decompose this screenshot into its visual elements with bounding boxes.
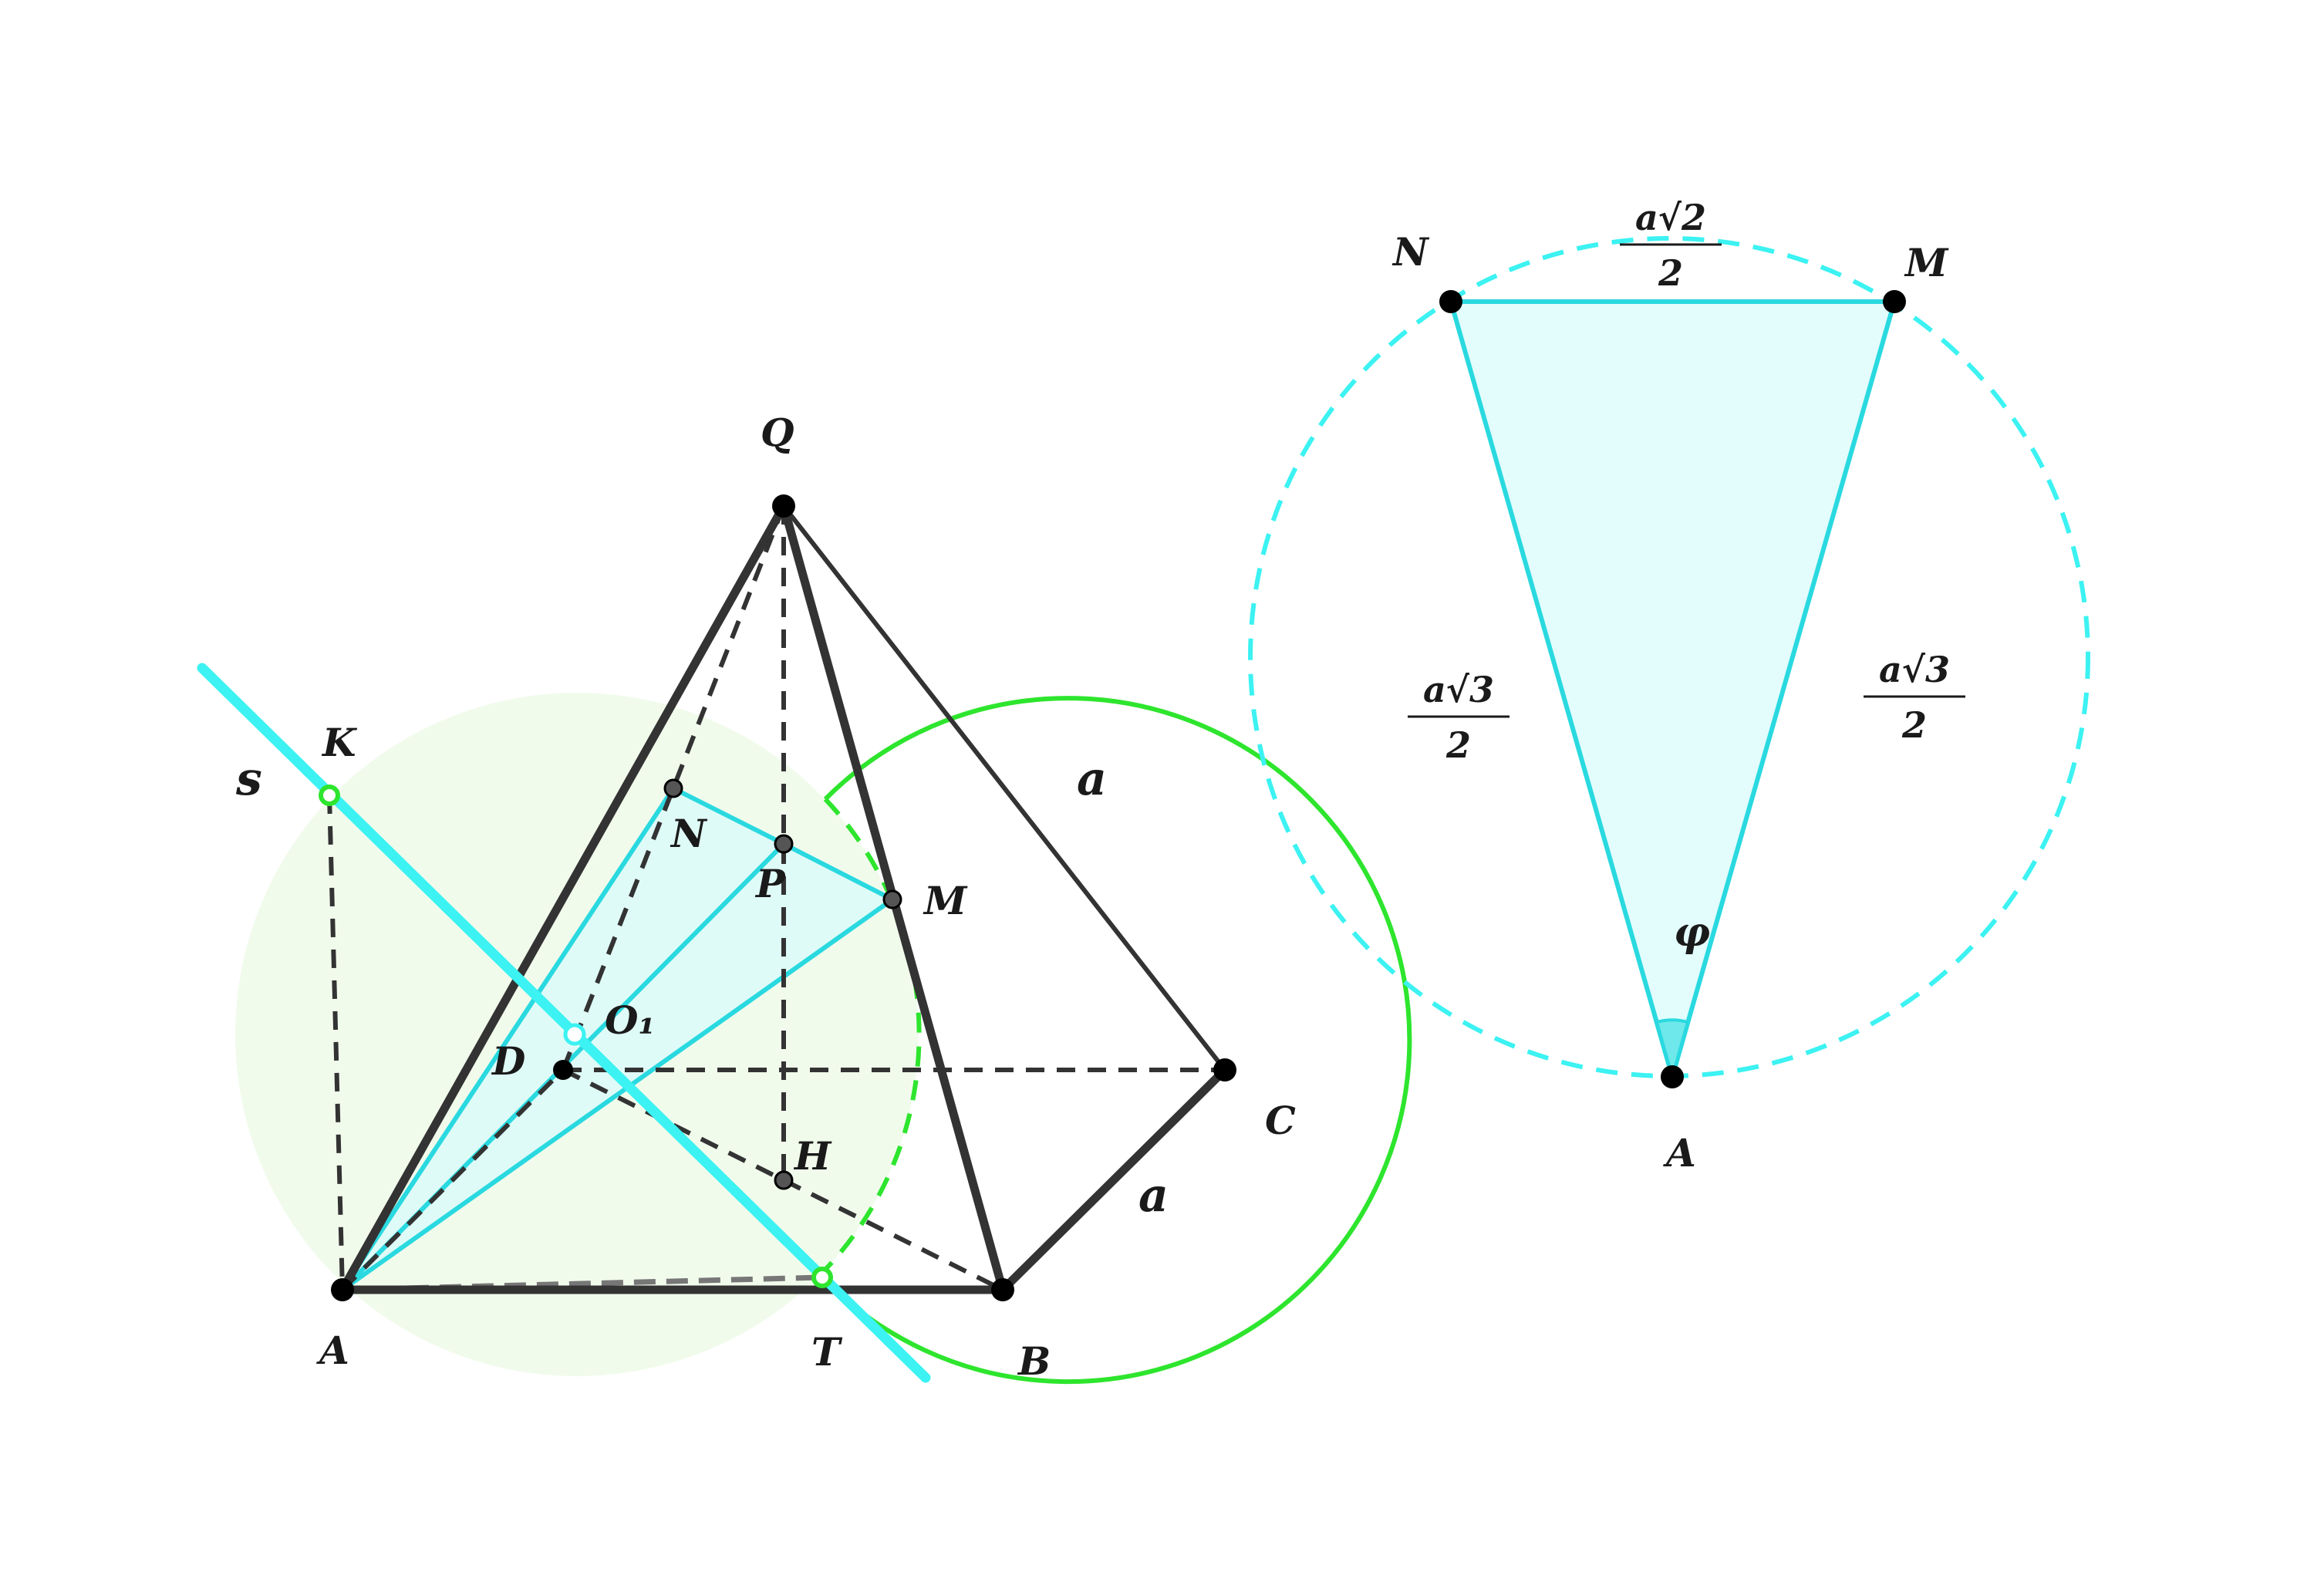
label-k: K (321, 720, 358, 765)
fraction-am: a√3 2 (1864, 649, 1965, 746)
edge-q-a (339, 504, 788, 1292)
angle-phi-marker (1655, 1018, 1690, 1083)
point-d (553, 1060, 573, 1080)
label-t: T (811, 1329, 843, 1375)
point-a-section (1661, 1065, 1684, 1088)
label-line-s: s (235, 752, 262, 806)
edge-q-c (781, 504, 1227, 1071)
segment-n-p (672, 786, 785, 846)
label-h: H (793, 1133, 832, 1179)
fraction-an-numerator: a√3 (1423, 669, 1494, 710)
line-s (197, 663, 931, 1383)
triangle-anm (1451, 302, 1894, 1077)
point-n (663, 778, 683, 798)
section-quadrilateral (342, 788, 892, 1290)
point-h (774, 1170, 794, 1190)
segment-p-m (782, 842, 894, 902)
label-c: C (1265, 1098, 1296, 1143)
segment-k-a (327, 795, 345, 1291)
segment-a-n (340, 787, 676, 1291)
diagonal-d-b (562, 1068, 1004, 1292)
point-t (811, 1267, 833, 1288)
fraction-an: a√3 2 (1408, 669, 1509, 766)
point-k (319, 785, 340, 806)
label-m-section: M (1904, 240, 1949, 285)
label-a-section: A (1663, 1130, 1696, 1176)
label-n: N (670, 811, 708, 856)
point-m (882, 889, 902, 909)
label-o1: O₁ (605, 997, 655, 1043)
side-a-m (1670, 301, 1897, 1078)
side-a-n (1449, 301, 1675, 1078)
label-phi: φ (1674, 909, 1710, 956)
green-circle-dashed-arc (818, 797, 922, 1277)
point-q (772, 494, 795, 518)
cross-section-figure: N M A φ a√2 2 a√3 2 a√3 2 (1248, 197, 2090, 1176)
edge-q-d (561, 504, 786, 1071)
green-circle-solid-arc (818, 696, 1412, 1385)
label-b: B (1017, 1338, 1051, 1384)
label-n-section: N (1391, 229, 1430, 275)
point-p (774, 834, 794, 854)
point-a (331, 1278, 354, 1301)
edge-b-c (1000, 1067, 1228, 1293)
point-n-section (1439, 290, 1462, 313)
point-o1 (563, 1023, 586, 1046)
label-p: P (754, 861, 786, 906)
fraction-an-denominator: 2 (1445, 724, 1471, 766)
fraction-nm: a√2 2 (1620, 197, 1722, 294)
point-c (1213, 1058, 1236, 1081)
segment-a-m (341, 897, 894, 1292)
fraction-nm-numerator: a√2 (1635, 197, 1706, 238)
fraction-nm-denominator: 2 (1658, 252, 1683, 294)
point-b (991, 1278, 1014, 1301)
label-side-bc: a (1138, 1169, 1169, 1223)
label-a: A (316, 1328, 349, 1373)
label-m: M (923, 878, 968, 923)
label-d: D (491, 1038, 525, 1084)
edge-a-d (340, 1068, 565, 1292)
pyramid-figure: Q A B C D H N M P O₁ K T s a a (197, 410, 1412, 1385)
label-side-qc: a (1077, 752, 1107, 806)
fraction-am-numerator: a√3 (1879, 649, 1950, 690)
fraction-am-denominator: 2 (1901, 704, 1927, 746)
label-q: Q (761, 410, 794, 455)
point-m-section (1883, 290, 1906, 313)
